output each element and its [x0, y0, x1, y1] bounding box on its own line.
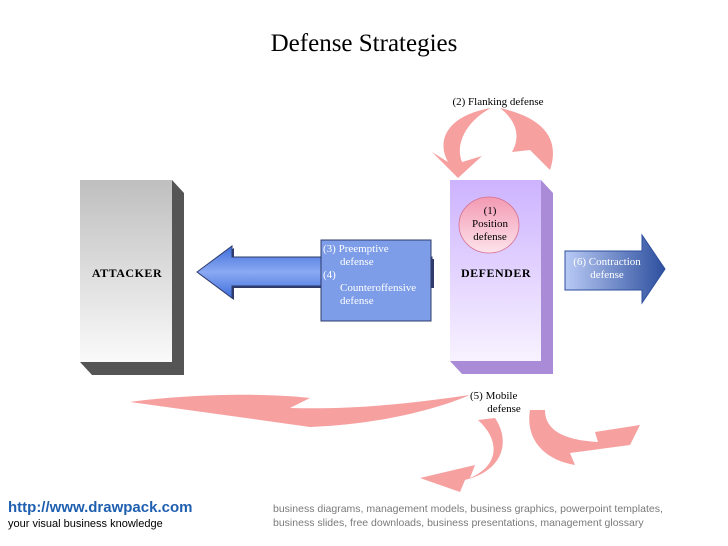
contraction-defense-label: (6) Contraction defense	[573, 256, 641, 281]
footer-link[interactable]: http://www.drawpack.com	[8, 499, 193, 516]
flanking-defense-label: (2) Flanking defense	[452, 96, 544, 108]
footer-description: business diagrams, management models, bu…	[273, 503, 663, 529]
mobile-defense-label: (5) Mobile defense	[470, 390, 521, 415]
position-defense-label: (1) Position defense	[471, 205, 509, 243]
mobile-arrow-right	[529, 410, 640, 465]
mobile-arrow-attacker	[130, 394, 470, 427]
attacker-box	[80, 180, 184, 375]
attacker-label: ATTACKER	[91, 266, 163, 280]
footer-tagline: your visual business knowledge	[8, 518, 163, 530]
flanking-arrow-right	[500, 108, 553, 170]
position-defense-circle	[458, 196, 520, 254]
preemptive-text-box	[320, 239, 432, 322]
preemptive-defense-label: (3) Preemptive defense	[323, 243, 389, 268]
flanking-arrow-left	[432, 108, 491, 178]
defender-label: DEFENDER	[460, 266, 531, 280]
mobile-arrow-down	[420, 418, 503, 492]
contraction-arrow	[564, 233, 666, 305]
page-title: Defense Strategies	[270, 30, 458, 57]
counteroffensive-defense-label: (4) Counteroffensive defense	[323, 269, 417, 307]
